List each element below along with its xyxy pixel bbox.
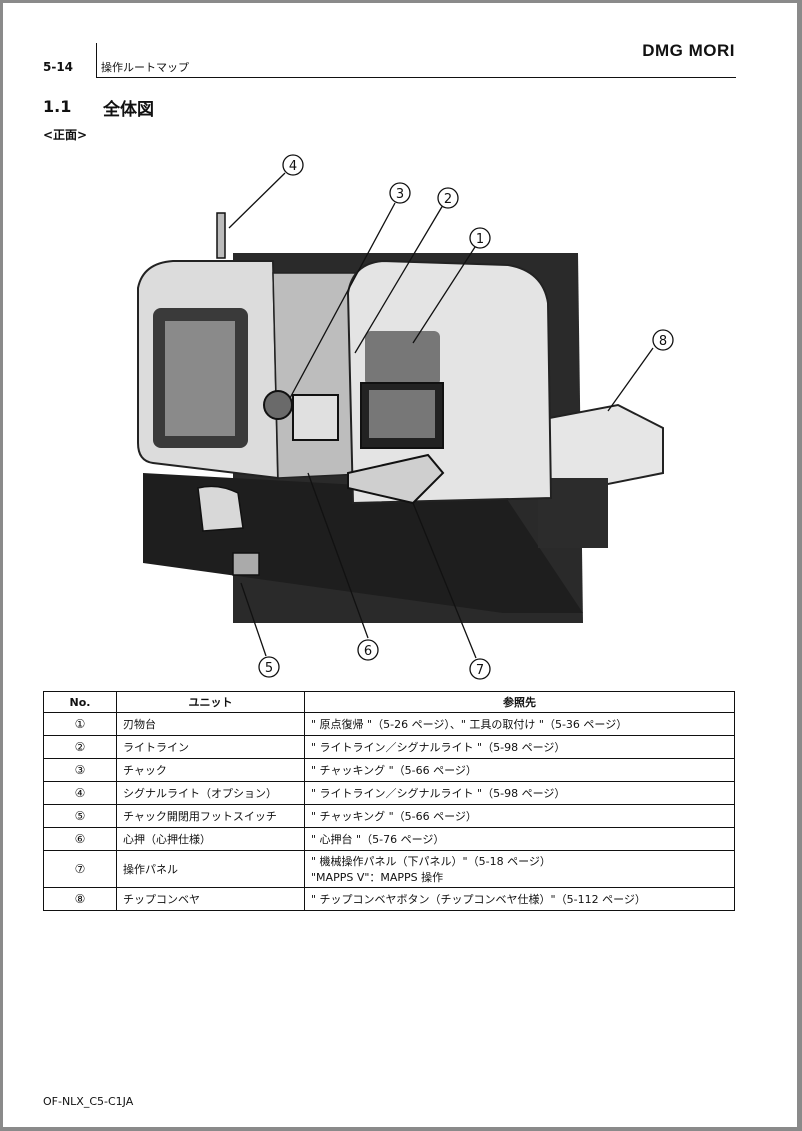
section-title: 全体図 xyxy=(103,100,154,120)
row-number: ④ xyxy=(43,781,117,805)
row-reference: " 心押台 "（5-76 ページ） xyxy=(304,827,735,851)
row-number: ② xyxy=(43,735,117,759)
row-unit: 操作パネル xyxy=(116,850,305,888)
callout-4: 4 xyxy=(282,154,304,176)
signal-light xyxy=(216,212,226,259)
row-unit: シグナルライト（オプション） xyxy=(116,781,305,805)
turret xyxy=(292,394,339,441)
row-reference-text: " チャッキング "（5-66 ページ） xyxy=(311,764,477,777)
table-row: ① 刃物台 " 原点復帰 "（5-26 ページ）、" 工具の取付け "（5-36… xyxy=(43,712,735,736)
column-header-unit: ユニット xyxy=(116,691,305,713)
document-code: OF-NLX_C5-C1JA xyxy=(43,1095,134,1108)
left-window-glass xyxy=(165,321,235,436)
header-section-title: 操作ルートマップ xyxy=(101,61,189,74)
foot-switch xyxy=(232,552,260,576)
leader-3 xyxy=(289,202,396,399)
column-header-reference: 参照先 xyxy=(304,691,735,713)
row-reference-text-secondary: "MAPPS V"：MAPPS 操作 xyxy=(311,871,444,884)
table-row: ⑦ 操作パネル " 機械操作パネル（下パネル）"（5-18 ページ） "MAPP… xyxy=(43,850,735,888)
svg-text:3: 3 xyxy=(396,187,404,202)
row-reference-text: " チップコンベヤボタン（チップコンベヤ仕様）"（5-112 ページ） xyxy=(311,893,646,906)
row-number: ⑧ xyxy=(43,887,117,911)
table-header-row: No. ユニット 参照先 xyxy=(43,691,735,713)
callout-6: 6 xyxy=(357,639,379,661)
svg-text:4: 4 xyxy=(289,159,297,174)
row-reference: " 原点復帰 "（5-26 ページ）、" 工具の取付け "（5-36 ページ） xyxy=(304,712,735,736)
row-number: ① xyxy=(43,712,117,736)
operation-panel-display xyxy=(369,390,435,438)
chuck xyxy=(263,390,293,420)
right-door-window xyxy=(365,331,440,386)
leader-1 xyxy=(412,246,476,344)
view-subheading: <正面> xyxy=(43,128,88,142)
row-reference: " チャッキング "（5-66 ページ） xyxy=(304,758,735,782)
machine-base xyxy=(143,473,583,613)
leader-6 xyxy=(307,472,369,639)
manual-page: 5-14 操作ルートマップ DMG MORI 1.1 全体図 <正面> xyxy=(3,3,797,1127)
leader-2 xyxy=(354,204,444,354)
svg-text:5: 5 xyxy=(265,661,273,676)
leader-7 xyxy=(412,502,477,659)
row-number: ⑦ xyxy=(43,850,117,888)
row-unit: チップコンベヤ xyxy=(116,887,305,911)
callout-3: 3 xyxy=(389,182,411,204)
callout-8: 8 xyxy=(652,329,674,351)
brand-logo: DMG MORI xyxy=(642,41,735,60)
row-reference-text: " 原点復帰 "（5-26 ページ）、" 工具の取付け "（5-36 ページ） xyxy=(311,718,628,731)
operation-panel-lower xyxy=(347,453,445,505)
unit-reference-table: No. ユニット 参照先 ① 刃物台 " 原点復帰 "（5-26 ページ）、" … xyxy=(43,691,735,911)
callout-1: 1 xyxy=(469,227,491,249)
table-row: ⑥ 心押（心押仕様） " 心押台 "（5-76 ページ） xyxy=(43,827,735,851)
row-reference-text: " ライトライン／シグナルライト "（5-98 ページ） xyxy=(311,741,566,754)
table-row: ③ チャック " チャッキング "（5-66 ページ） xyxy=(43,758,735,782)
row-reference: " チャッキング "（5-66 ページ） xyxy=(304,804,735,828)
row-reference-text: " 心押台 "（5-76 ページ） xyxy=(311,833,445,846)
foot-switch-holder xyxy=(197,485,244,532)
callout-2: 2 xyxy=(437,187,459,209)
callout-7: 7 xyxy=(469,658,491,680)
row-number: ⑥ xyxy=(43,827,117,851)
leader-4 xyxy=(228,172,286,229)
row-unit: チャック xyxy=(116,758,305,782)
table-row: ⑤ チャック開閉用フットスイッチ " チャッキング "（5-66 ページ） xyxy=(43,804,735,828)
callout-5: 5 xyxy=(258,656,280,678)
row-reference: " 機械操作パネル（下パネル）"（5-18 ページ） "MAPPS V"：MAP… xyxy=(304,850,735,888)
header-rule xyxy=(96,77,736,78)
row-reference-text: " 機械操作パネル（下パネル）"（5-18 ページ） xyxy=(311,855,551,868)
row-reference-text: " ライトライン／シグナルライト "（5-98 ページ） xyxy=(311,787,566,800)
row-reference: " チップコンベヤボタン（チップコンベヤ仕様）"（5-112 ページ） xyxy=(304,887,735,911)
row-unit: チャック開閉用フットスイッチ xyxy=(116,804,305,828)
svg-text:1: 1 xyxy=(476,232,484,247)
svg-text:6: 6 xyxy=(364,644,372,659)
leader-8 xyxy=(607,347,654,412)
svg-text:7: 7 xyxy=(476,663,484,678)
row-unit: 刃物台 xyxy=(116,712,305,736)
header-separator xyxy=(96,43,97,77)
section-number: 1.1 xyxy=(43,97,72,116)
row-reference-text: " チャッキング "（5-66 ページ） xyxy=(311,810,477,823)
table-row: ② ライトライン " ライトライン／シグナルライト "（5-98 ページ） xyxy=(43,735,735,759)
row-unit: 心押（心押仕様） xyxy=(116,827,305,851)
row-reference: " ライトライン／シグナルライト "（5-98 ページ） xyxy=(304,735,735,759)
leader-5 xyxy=(240,582,267,657)
table-row: ⑧ チップコンベヤ " チップコンベヤボタン（チップコンベヤ仕様）"（5-112… xyxy=(43,887,735,911)
row-unit: ライトライン xyxy=(116,735,305,759)
svg-text:8: 8 xyxy=(659,334,667,349)
column-header-no: No. xyxy=(43,691,117,713)
page-number: 5-14 xyxy=(43,60,74,74)
svg-text:2: 2 xyxy=(444,192,452,207)
row-reference: " ライトライン／シグナルライト "（5-98 ページ） xyxy=(304,781,735,805)
row-number: ⑤ xyxy=(43,804,117,828)
machine-illustration: 4 3 2 1 8 5 6 7 xyxy=(137,154,674,680)
row-number: ③ xyxy=(43,758,117,782)
table-row: ④ シグナルライト（オプション） " ライトライン／シグナルライト "（5-98… xyxy=(43,781,735,805)
